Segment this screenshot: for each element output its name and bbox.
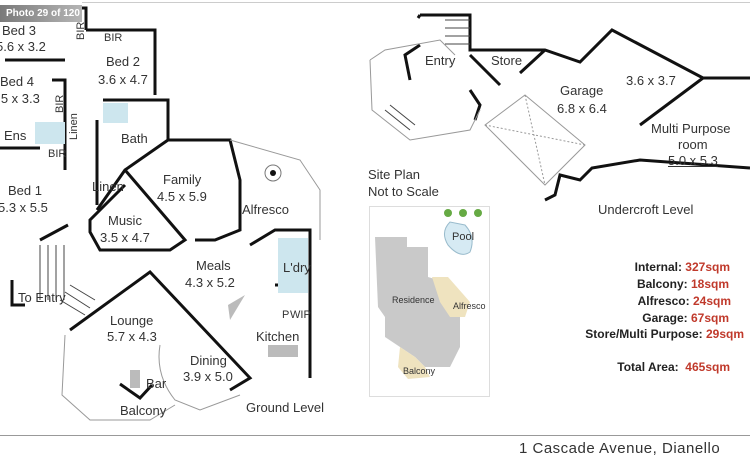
area-store: Store/Multi Purpose: 29sqm	[585, 327, 744, 341]
room-bed3-label: Bed 3	[2, 23, 36, 38]
tree-icon	[474, 209, 482, 217]
pool-label: Pool	[452, 231, 475, 243]
address: 1 Cascade Avenue, Dianello	[519, 440, 721, 457]
area-value: 24sqm	[692, 294, 731, 308]
room-bed2-size: 3.6 x 4.7	[98, 72, 148, 87]
room-bed4-label: Bed 4	[0, 74, 34, 89]
area-alfresco: Alfresco: 24sqm	[638, 294, 731, 308]
balcony-label: Balcony	[120, 403, 167, 418]
room-bed1-size: 5.3 x 5.5	[0, 200, 48, 215]
bar-label: Bar	[146, 376, 167, 391]
area-label: Balcony:	[636, 277, 688, 291]
room-bed1-label: Bed 1	[8, 183, 42, 198]
to-entry-label: To Entry	[18, 290, 66, 305]
room-dining-label: Dining	[190, 353, 227, 368]
area-balcony: Balcony: 18sqm	[637, 277, 729, 291]
room-meals-label: Meals	[196, 258, 231, 273]
linen-label: Linen	[92, 179, 124, 194]
total-label: Total Area:	[617, 360, 679, 374]
site-alfresco-label: Alfresco	[453, 301, 486, 311]
site-plan-subtitle: Not to Scale	[368, 184, 439, 199]
total-value: 465sqm	[685, 360, 730, 374]
room-lounge-label: Lounge	[110, 313, 154, 328]
entry-label: Entry	[425, 53, 456, 68]
wip-label: WIP	[290, 309, 311, 321]
area-value: 67sqm	[690, 311, 729, 325]
site-plan-drawing	[375, 209, 482, 379]
area-value: 18sqm	[690, 277, 729, 291]
tree-icon	[459, 209, 467, 217]
laundry-label: L'dry	[283, 260, 311, 275]
store-label: Store	[491, 53, 523, 68]
bir-label: BIR	[75, 21, 87, 40]
garage-size: 6.8 x 6.4	[557, 101, 607, 116]
room-bed3-size: 5.6 x 3.2	[0, 39, 46, 54]
room-music-label: Music	[108, 213, 142, 228]
area-value: 327sqm	[685, 260, 730, 274]
garage-label: Garage	[560, 83, 604, 98]
site-plan-title: Site Plan	[368, 167, 421, 182]
bir-label: BIR	[48, 148, 67, 160]
room-size: 3.6 x 3.7	[626, 73, 676, 88]
area-internal: Internal: 327sqm	[635, 260, 730, 274]
top-divider	[82, 2, 750, 3]
area-garage: Garage: 67sqm	[642, 311, 729, 325]
site-plan: Pool Residence Alfresco Balcony	[369, 206, 490, 397]
bath-label: Bath	[121, 131, 148, 146]
area-label: Internal:	[634, 260, 682, 274]
alfresco-label: Alfresco	[242, 202, 289, 217]
room-lounge-size: 5.7 x 4.3	[107, 329, 157, 344]
area-total: Total Area: 465sqm	[617, 360, 730, 374]
multi-purpose-size: 5.0 x 5.3	[668, 153, 718, 168]
room-dining-size: 3.9 x 5.0	[183, 369, 233, 384]
room-music-size: 3.5 x 4.7	[100, 230, 150, 245]
ground-level-label: Ground Level	[246, 400, 325, 415]
multi-purpose-label: Multi Purpose	[651, 121, 731, 136]
area-label: Alfresco:	[637, 294, 690, 308]
photo-counter-badge: Photo 29 of 120	[0, 5, 82, 22]
area-label: Store/Multi Purpose:	[585, 327, 703, 341]
room-family-label: Family	[163, 172, 202, 187]
room-bed4-size: 4.5 x 3.3	[0, 91, 40, 106]
site-balcony-label: Balcony	[403, 366, 436, 376]
kitchen-label: Kitchen	[256, 329, 300, 344]
ensuite-label: Ens	[4, 128, 27, 143]
pantry-label: P	[282, 309, 290, 321]
tree-icon	[444, 209, 452, 217]
residence-label: Residence	[392, 295, 435, 305]
area-value: 29sqm	[705, 327, 744, 341]
room-family-size: 4.5 x 5.9	[157, 189, 207, 204]
bir-label: BIR	[54, 94, 66, 113]
multi-purpose-room-label: room	[678, 137, 708, 152]
area-label: Garage:	[642, 311, 688, 325]
room-meals-size: 4.3 x 5.2	[185, 275, 235, 290]
footer-divider	[0, 435, 750, 436]
room-bed2-label: Bed 2	[106, 54, 140, 69]
bir-label: BIR	[104, 32, 123, 44]
undercroft-level-label: Undercroft Level	[598, 202, 694, 217]
linen-label: Linen	[68, 113, 80, 140]
